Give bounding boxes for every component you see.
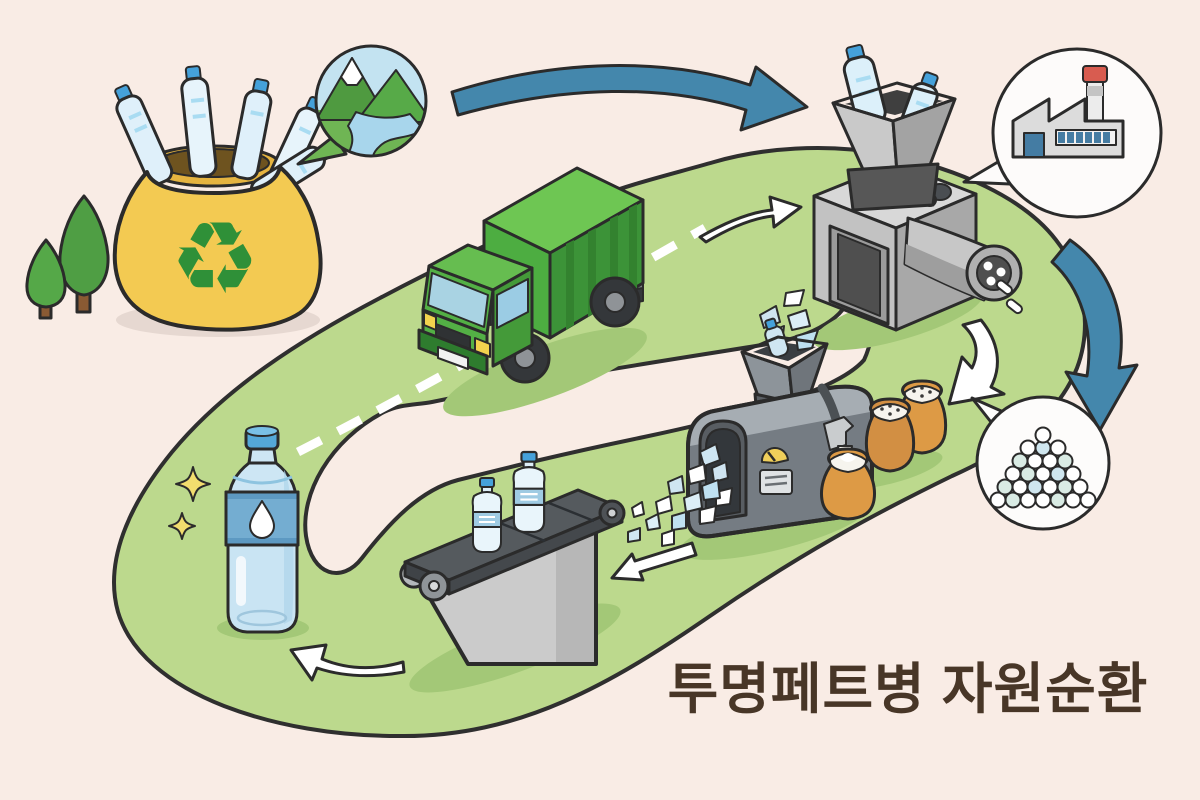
pellets-pile-icon — [989, 426, 1097, 509]
recycle-symbol-icon: ♻ — [170, 203, 260, 315]
new-bottle-icon — [224, 425, 300, 634]
collection-truck-icon — [417, 166, 645, 384]
flow-arrow-truck-to-crusher — [698, 195, 803, 244]
new-bottle-on-belt — [512, 450, 546, 534]
page-title: 투명페트병 자원순환 — [668, 658, 1149, 720]
crusher-machine-icon — [812, 43, 1023, 332]
water-drop-icon — [249, 500, 275, 539]
bag-body — [112, 165, 323, 332]
flow-arrow-nature-to-crusher — [450, 64, 809, 132]
factory-bubble — [962, 47, 1163, 219]
pellet-bag-icon — [820, 379, 948, 521]
truck-cab — [417, 243, 534, 376]
pellets-bubble — [970, 395, 1111, 531]
flow-arrow-conveyor-to-bottle — [289, 643, 406, 682]
conveyor-stage — [399, 450, 626, 666]
conveyor-base — [424, 518, 596, 664]
conveyor-belt-icon — [399, 488, 626, 602]
crusher-extruder — [903, 216, 1023, 315]
new-bottle-on-belt — [471, 477, 503, 553]
tree-icon-small — [25, 238, 67, 320]
shredder-stage — [627, 289, 948, 547]
shredded-flakes — [627, 443, 721, 547]
crusher-hopper — [831, 43, 957, 212]
flow-arrow-extruder-to-bags — [947, 318, 1006, 406]
finished-bottle-stage — [168, 425, 300, 634]
factory-icon — [1011, 65, 1125, 159]
track-dashed-line — [295, 224, 708, 457]
sparkle-icon — [168, 466, 211, 540]
truck-rear-wheel — [589, 276, 641, 328]
collection-stage: ♻ — [25, 65, 336, 337]
flow-arrow-flakes-to-conveyor — [610, 541, 698, 582]
recycling-bag-icon: ♻ — [112, 65, 336, 332]
tree-icon — [58, 194, 110, 314]
